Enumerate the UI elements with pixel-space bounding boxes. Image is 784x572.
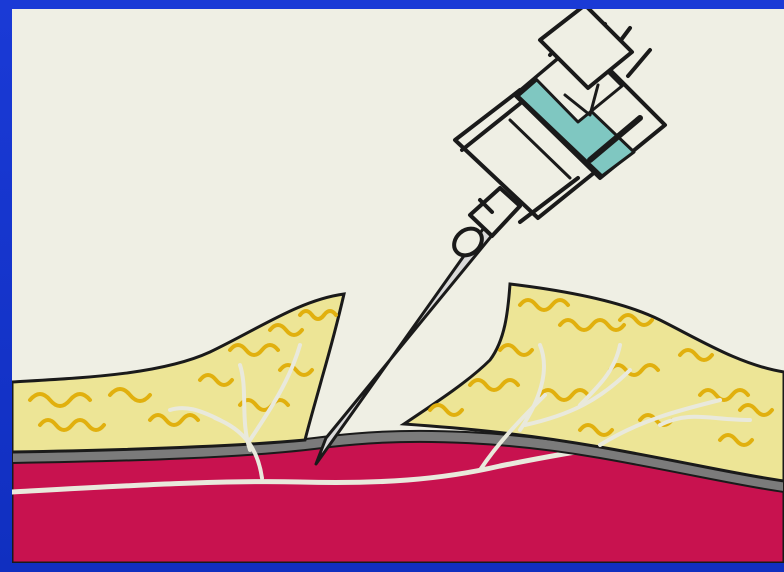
syringe — [449, 9, 665, 261]
illustration-svg — [12, 9, 784, 563]
injection-illustration — [12, 9, 784, 563]
